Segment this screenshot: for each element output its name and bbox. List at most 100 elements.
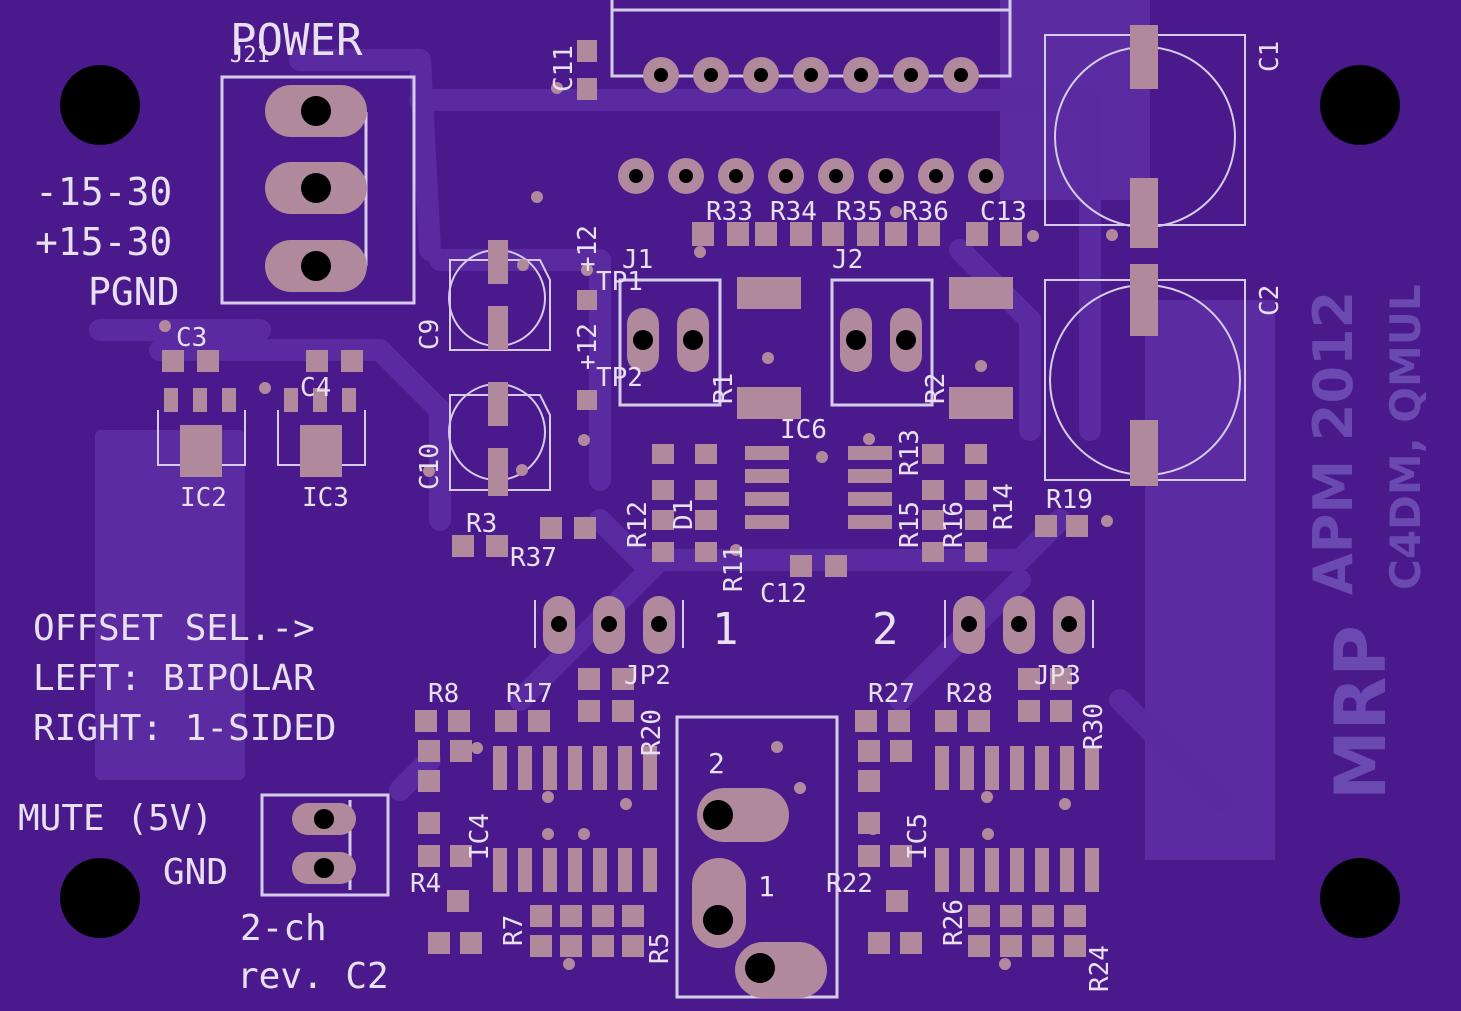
refdes-jp2: JP2 — [624, 661, 671, 691]
refdes-r11: R11 — [719, 545, 749, 592]
refdes-r34: R34 — [770, 197, 817, 227]
mounting-hole-top-left — [60, 65, 140, 145]
refdes-r35: R35 — [836, 197, 883, 227]
refdes-ic6: IC6 — [780, 415, 827, 445]
neg-rail-label: -15-30 — [35, 170, 172, 214]
capacitor-c9 — [448, 240, 551, 351]
refdes-j1: J1 — [622, 245, 653, 275]
regulator-ic3 — [277, 350, 366, 477]
watermark: APM 2012 C4DM, QMUL MRP — [1302, 284, 1430, 800]
connector-j1 — [618, 278, 722, 407]
refdes-r36: R36 — [902, 197, 949, 227]
regulator-ic2 — [157, 350, 246, 477]
refdes-r30: R30 — [1079, 703, 1109, 750]
refdes-r20: R20 — [637, 709, 667, 756]
refdes-c2: C2 — [1255, 285, 1285, 316]
jack-pin-1-label: 1 — [758, 870, 775, 903]
refdes-c3: C3 — [176, 323, 207, 353]
jumper-jp2 — [534, 596, 684, 654]
watermark-apm: APM 2012 — [1302, 291, 1365, 595]
silkscreen-text: POWER J21 -15-30 +15-30 PGND OFFSET SEL.… — [18, 15, 899, 997]
channel-1-label: 1 — [712, 604, 739, 655]
resistor-row-top — [692, 222, 1022, 246]
refdes-r5: R5 — [645, 933, 675, 964]
two-ch-label: 2-ch — [240, 908, 327, 949]
refdes-c13: C13 — [980, 197, 1027, 227]
refdes-r14: R14 — [989, 483, 1019, 530]
mounting-hole-bottom-left — [60, 858, 140, 938]
mounting-hole-top-right — [1320, 65, 1400, 145]
gnd-label: GND — [163, 852, 228, 893]
mounting-hole-bottom-right — [1320, 858, 1400, 938]
refdes-r15: R15 — [895, 501, 925, 548]
pos-rail-label: +15-30 — [35, 220, 172, 264]
output-jack — [675, 715, 839, 999]
refdes-r26: R26 — [939, 899, 969, 946]
pgnd-label: PGND — [88, 270, 180, 314]
top-header-connector — [610, 0, 1012, 194]
refdes-d1: D1 — [669, 499, 699, 530]
refdes-ic2: IC2 — [180, 483, 227, 513]
r2-pad — [949, 277, 1013, 309]
jack-pin-2-label: 2 — [708, 747, 725, 780]
jumper-jp3 — [944, 596, 1094, 654]
j21-label: J21 — [230, 43, 270, 68]
refdes-c4: C4 — [300, 373, 331, 403]
refdes-r12: R12 — [623, 501, 653, 548]
connector-j2 — [830, 278, 934, 407]
rev-label: rev. C2 — [237, 956, 389, 997]
c11-pad — [577, 78, 597, 100]
r2-pad — [949, 387, 1013, 419]
refdes-c1: C1 — [1255, 41, 1285, 72]
refdes-r19: R19 — [1046, 485, 1093, 515]
channel-2-label: 2 — [872, 604, 899, 655]
refdes-ic4: IC4 — [465, 813, 495, 860]
refdes-r3: R3 — [466, 509, 497, 539]
right-channel-parts — [855, 668, 1099, 957]
mounting-holes — [60, 65, 1400, 938]
refdes-ic3: IC3 — [302, 483, 349, 513]
refdes-r4: R4 — [410, 869, 441, 899]
capacitor-c1 — [1044, 25, 1246, 248]
refdes-ic5: IC5 — [903, 813, 933, 860]
power-label: POWER — [230, 15, 363, 66]
power-connector-j21 — [220, 75, 416, 305]
refdes-jp3: JP3 — [1034, 661, 1081, 691]
refdes-j2: J2 — [832, 245, 863, 275]
refdes-r16: R16 — [939, 501, 969, 548]
mute-label: MUTE (5V) — [18, 798, 213, 839]
capacitor-c2 — [1044, 264, 1246, 486]
refdes-r13: R13 — [895, 429, 925, 476]
refdes-r37: R37 — [510, 543, 557, 573]
watermark-c4dm: C4DM, QMUL — [1381, 284, 1430, 590]
refdes-r28: R28 — [946, 679, 993, 709]
refdes-r17: R17 — [506, 679, 553, 709]
tp1-pad — [577, 290, 597, 310]
refdes-c10: C10 — [415, 443, 445, 490]
r1-pad — [737, 277, 801, 309]
tp2-pad — [577, 390, 597, 410]
refdes-r8: R8 — [428, 679, 459, 709]
vias — [159, 82, 1118, 970]
refdes-r33: R33 — [706, 197, 753, 227]
refdes-c11: C11 — [549, 45, 579, 92]
refdes-r2: R2 — [921, 373, 951, 404]
refdes-r1: R1 — [709, 373, 739, 404]
offset-sel-label: OFFSET SEL.-> — [33, 608, 315, 649]
left-channel-parts — [415, 668, 657, 957]
smd-pads-middle — [452, 444, 1088, 577]
right-onesided-label: RIGHT: 1-SIDED — [33, 708, 336, 749]
ic6-soic — [745, 446, 892, 529]
refdes-r7: R7 — [499, 915, 529, 946]
refdes-r22: R22 — [826, 869, 873, 899]
refdes-c9: C9 — [415, 319, 445, 350]
refdes-c12: C12 — [760, 579, 807, 609]
c11-pad — [577, 40, 597, 62]
refdes-r27: R27 — [868, 679, 915, 709]
refdes-tp2: TP2 — [596, 363, 643, 393]
refdes-r24: R24 — [1085, 945, 1115, 992]
r1-pad — [737, 387, 801, 419]
left-bipolar-label: LEFT: BIPOLAR — [33, 658, 315, 699]
